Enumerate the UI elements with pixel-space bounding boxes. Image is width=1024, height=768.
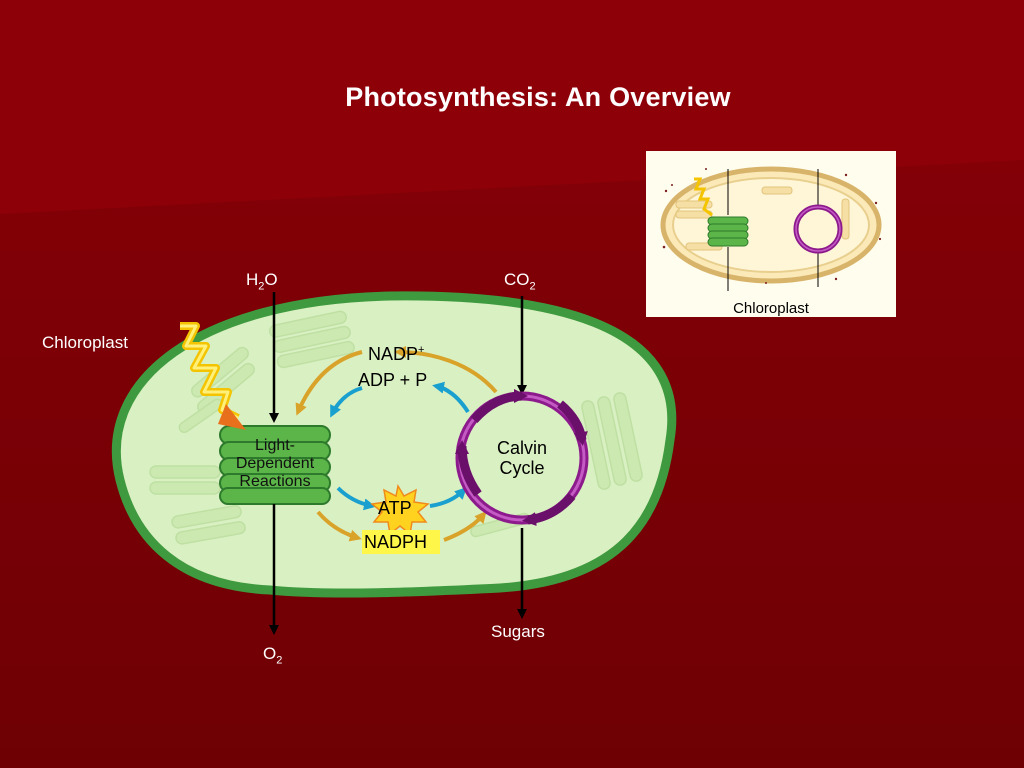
light-reactions-stack bbox=[219, 425, 331, 505]
adp-return-arrow bbox=[432, 381, 470, 414]
o2-label: O2 bbox=[263, 644, 283, 667]
light-reactions-label: Light- Dependent Reactions bbox=[235, 437, 315, 490]
adp-to-light-arrow bbox=[330, 386, 363, 418]
nadph-to-calvin-arrow bbox=[443, 510, 487, 542]
atp-to-calvin-arrow bbox=[429, 487, 467, 508]
atp-burst-icon bbox=[370, 483, 430, 536]
nadph-from-light-arrow bbox=[316, 510, 362, 542]
nadp-label: NADP+ bbox=[368, 344, 425, 364]
sunlight-bolt-icon bbox=[180, 322, 246, 430]
thumbnail-drawing bbox=[660, 166, 882, 291]
slide-title: Photosynthesis: An Overview bbox=[345, 82, 731, 112]
thumbnail-caption: Chloroplast bbox=[733, 300, 809, 317]
chloroplast-label: Chloroplast bbox=[42, 333, 128, 352]
nadph-label: NADPH bbox=[364, 532, 428, 552]
calvin-cycle-label: Calvin Cycle bbox=[496, 438, 548, 478]
thylakoid-stacks-faint bbox=[149, 310, 643, 545]
co2-label: CO2 bbox=[504, 270, 536, 293]
chloroplast-thumbnail: Chloroplast bbox=[646, 151, 896, 317]
adp-label: ADP + P bbox=[358, 370, 428, 390]
sugars-label: Sugars bbox=[491, 622, 545, 641]
atp-from-light-arrow bbox=[336, 486, 376, 511]
calvin-cycle-ring bbox=[455, 389, 589, 527]
h2o-label: H2O bbox=[246, 270, 278, 293]
nadp-return-arrow bbox=[394, 346, 498, 394]
nadph-highlight bbox=[362, 530, 440, 554]
atp-label: ATP bbox=[378, 498, 412, 518]
nadp-to-light-arrow bbox=[295, 350, 363, 416]
